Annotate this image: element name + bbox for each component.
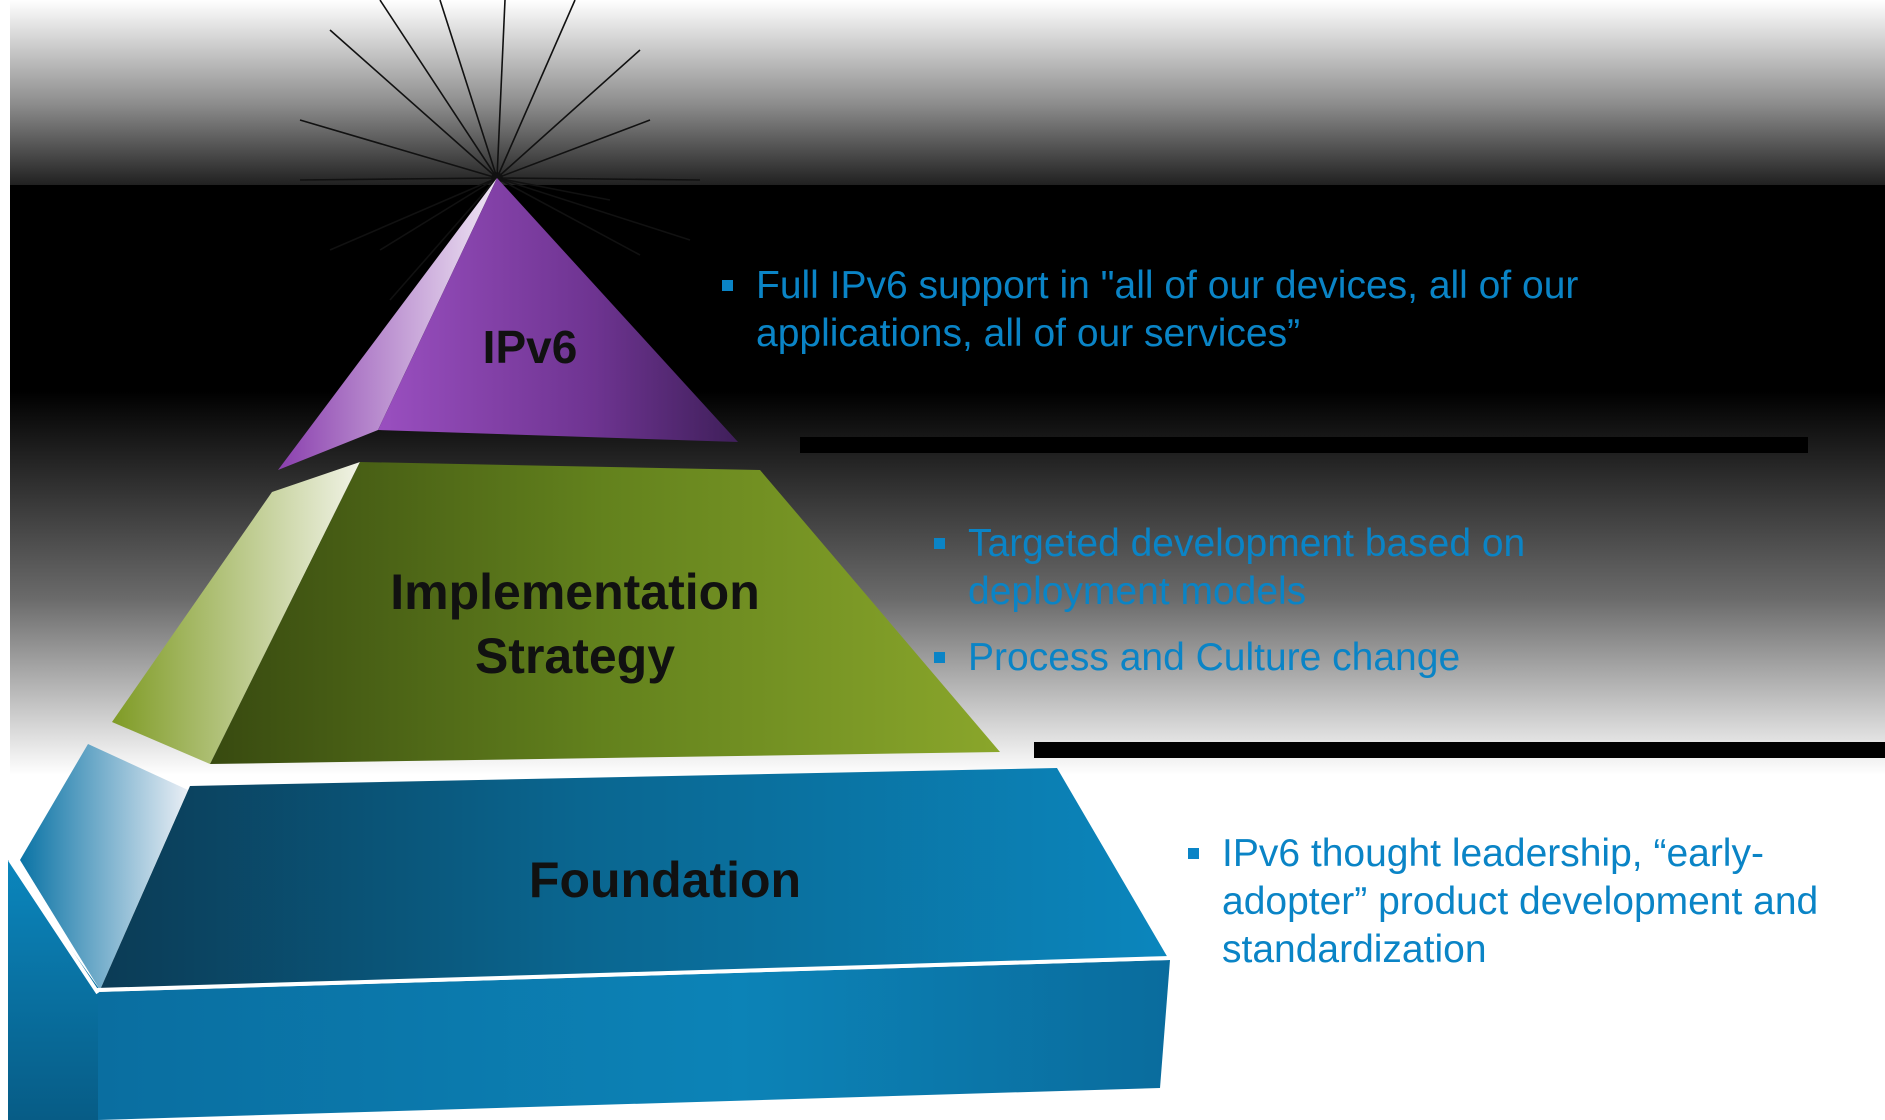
bullets-implementation: Targeted development based on deployment… bbox=[934, 520, 1694, 700]
starburst-ray bbox=[299, 119, 498, 179]
bullet-item: Process and Culture change bbox=[934, 634, 1694, 682]
foundation-front-face bbox=[98, 960, 1170, 1120]
starburst-ray bbox=[496, 177, 611, 201]
label-foundation: Foundation bbox=[528, 852, 802, 908]
starburst-ray bbox=[496, 177, 641, 256]
divider-1 bbox=[800, 437, 1808, 453]
label-implementation-line2: Strategy bbox=[474, 628, 676, 684]
starburst-ray bbox=[299, 177, 498, 181]
starburst-ray bbox=[496, 119, 651, 179]
starburst-ray bbox=[389, 177, 498, 301]
bullet-text: Targeted development based on deployment… bbox=[968, 522, 1526, 613]
label-implementation-line1: Implementation bbox=[390, 564, 760, 620]
bullet-text: Full IPv6 support in "all of our devices… bbox=[756, 264, 1579, 355]
starburst-ray bbox=[379, 177, 498, 251]
label-ipv6: IPv6 bbox=[482, 321, 578, 373]
starburst-ray bbox=[329, 177, 498, 251]
pyramid-layer-implementation bbox=[112, 462, 1000, 764]
pyramid-layer-ipv6 bbox=[278, 178, 738, 470]
label-implementation-strategy: Implementation Strategy bbox=[330, 560, 820, 688]
foundation-edge-line bbox=[95, 956, 1171, 992]
pyramid-layer-foundation bbox=[8, 744, 1171, 1120]
foundation-left-front bbox=[8, 860, 100, 1120]
foundation-edge-left bbox=[8, 858, 100, 995]
bullet-item: IPv6 thought leadership, “early-adopter”… bbox=[1188, 830, 1878, 974]
bullet-text: IPv6 thought leadership, “early-adopter”… bbox=[1222, 832, 1819, 971]
starburst-ray bbox=[496, 177, 691, 241]
starburst-ray bbox=[329, 29, 498, 179]
bullet-square-icon bbox=[934, 538, 945, 549]
starburst-ray bbox=[496, 177, 701, 181]
starburst-ray bbox=[439, 0, 498, 179]
bullet-text: Process and Culture change bbox=[968, 636, 1461, 679]
bullet-square-icon bbox=[1188, 848, 1199, 859]
foundation-left-bevel bbox=[20, 744, 188, 990]
starburst-ray bbox=[496, 0, 506, 179]
starburst-ray bbox=[496, 0, 576, 179]
divider-2 bbox=[1034, 742, 1885, 758]
bullets-ipv6: Full IPv6 support in "all of our devices… bbox=[722, 262, 1722, 376]
ipv6-face bbox=[378, 178, 738, 442]
bullets-foundation: IPv6 thought leadership, “early-adopter”… bbox=[1188, 830, 1878, 992]
foundation-top-face bbox=[100, 768, 1168, 990]
ipv6-left-bevel bbox=[278, 178, 497, 470]
starburst-ray bbox=[379, 0, 498, 179]
left-edge bbox=[0, 0, 10, 1120]
bullet-square-icon bbox=[722, 280, 733, 291]
header-gradient bbox=[0, 0, 1885, 190]
implementation-left-bevel bbox=[112, 462, 360, 764]
bullet-square-icon bbox=[934, 652, 945, 663]
bullet-item: Full IPv6 support in "all of our devices… bbox=[722, 262, 1722, 358]
bullet-item: Targeted development based on deployment… bbox=[934, 520, 1694, 616]
implementation-top-face bbox=[210, 462, 1000, 764]
starburst-ray bbox=[496, 49, 641, 179]
